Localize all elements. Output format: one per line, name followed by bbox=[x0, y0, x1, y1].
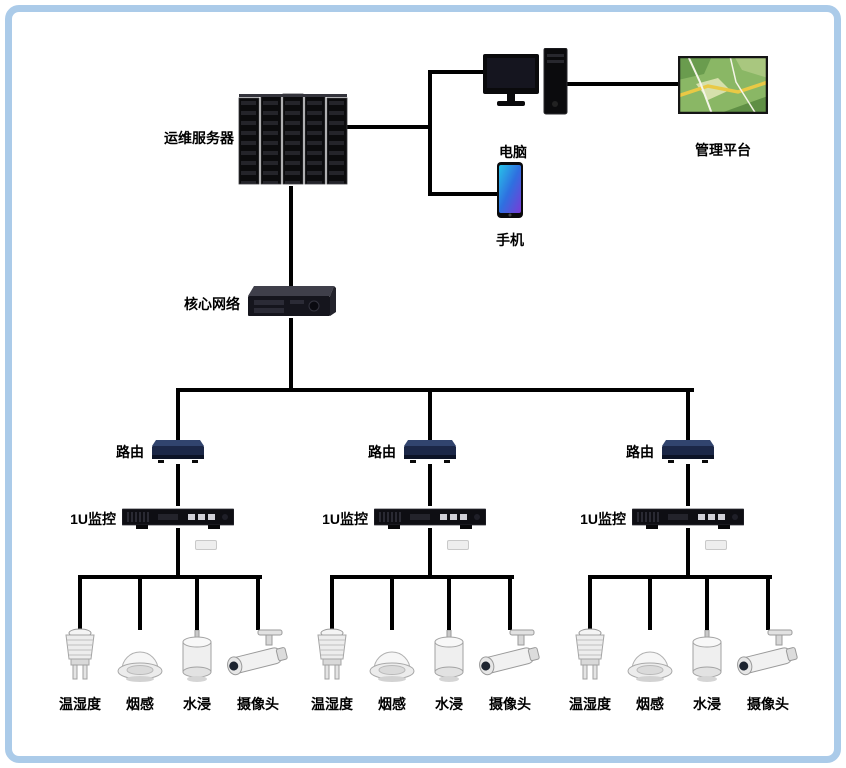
line-drop-water bbox=[195, 575, 199, 630]
device-label-water: 水浸 bbox=[693, 696, 721, 712]
router-label: 路由 bbox=[626, 444, 654, 460]
line-core-to-bus bbox=[289, 318, 293, 392]
line-server-to-core bbox=[289, 186, 293, 286]
camera-icon bbox=[474, 628, 546, 680]
router-icon bbox=[150, 438, 206, 466]
branch-1: 路由 1U监控 bbox=[58, 388, 300, 718]
line-drop-smoke bbox=[138, 575, 142, 630]
water-sensor-icon bbox=[175, 629, 219, 684]
branch-2: 路由 1U监控 bbox=[310, 388, 552, 718]
water-sensor-icon bbox=[685, 629, 729, 684]
device-label-temp: 温湿度 bbox=[59, 696, 101, 712]
monitor-label: 1U监控 bbox=[70, 511, 116, 527]
device-label-temp: 温湿度 bbox=[569, 696, 611, 712]
line-device-bus bbox=[588, 575, 772, 579]
phone-label: 手机 bbox=[496, 232, 524, 248]
server-rack-icon bbox=[238, 88, 348, 188]
temp-humidity-sensor-icon bbox=[310, 626, 354, 684]
monitor-1u-icon bbox=[373, 506, 487, 532]
accessory-pad bbox=[195, 540, 217, 550]
line-router-to-monitor bbox=[428, 464, 432, 506]
router-label: 路由 bbox=[116, 444, 144, 460]
smoke-sensor-icon bbox=[366, 644, 418, 684]
line-junction-to-computer bbox=[428, 70, 486, 74]
device-label-smoke: 烟感 bbox=[126, 696, 154, 712]
accessory-pad bbox=[705, 540, 727, 550]
line-drop-camera bbox=[256, 575, 260, 630]
line-monitor-to-bus bbox=[428, 528, 432, 575]
accessory-pad bbox=[447, 540, 469, 550]
water-sensor-icon bbox=[427, 629, 471, 684]
core-network-icon bbox=[246, 282, 338, 322]
platform-label: 管理平台 bbox=[695, 142, 751, 158]
device-label-water: 水浸 bbox=[183, 696, 211, 712]
line-server-to-junction bbox=[340, 125, 432, 129]
camera-icon bbox=[222, 628, 294, 680]
device-label-water: 水浸 bbox=[435, 696, 463, 712]
temp-humidity-sensor-icon bbox=[58, 626, 102, 684]
monitor-label: 1U监控 bbox=[580, 511, 626, 527]
line-drop-temp bbox=[330, 575, 334, 630]
line-junction-to-phone bbox=[428, 192, 502, 196]
phone-icon bbox=[497, 162, 523, 218]
line-bus-to-router bbox=[686, 388, 690, 440]
line-drop-camera bbox=[766, 575, 770, 630]
smoke-sensor-icon bbox=[624, 644, 676, 684]
line-bus-to-router bbox=[176, 388, 180, 440]
server-label: 运维服务器 bbox=[164, 130, 234, 146]
line-drop-camera bbox=[508, 575, 512, 630]
camera-icon bbox=[732, 628, 804, 680]
line-drop-temp bbox=[78, 575, 82, 630]
line-junction-vertical bbox=[428, 70, 432, 196]
line-drop-smoke bbox=[390, 575, 394, 630]
branch-3: 路由 1U监控 bbox=[568, 388, 810, 718]
temp-humidity-sensor-icon bbox=[568, 626, 612, 684]
line-computer-to-platform bbox=[560, 82, 680, 86]
line-device-bus bbox=[330, 575, 514, 579]
device-label-camera: 摄像头 bbox=[489, 696, 531, 712]
router-icon bbox=[660, 438, 716, 466]
line-router-to-monitor bbox=[686, 464, 690, 506]
monitor-label: 1U监控 bbox=[322, 511, 368, 527]
router-label: 路由 bbox=[368, 444, 396, 460]
device-label-camera: 摄像头 bbox=[747, 696, 789, 712]
device-label-temp: 温湿度 bbox=[311, 696, 353, 712]
line-bus-to-router bbox=[428, 388, 432, 440]
computer-icon bbox=[483, 47, 568, 126]
line-drop-water bbox=[447, 575, 451, 630]
line-device-bus bbox=[78, 575, 262, 579]
line-monitor-to-bus bbox=[176, 528, 180, 575]
line-router-to-monitor bbox=[176, 464, 180, 506]
device-label-camera: 摄像头 bbox=[237, 696, 279, 712]
line-drop-temp bbox=[588, 575, 592, 630]
smoke-sensor-icon bbox=[114, 644, 166, 684]
router-icon bbox=[402, 438, 458, 466]
computer-label: 电脑 bbox=[499, 144, 527, 160]
device-label-smoke: 烟感 bbox=[636, 696, 664, 712]
management-platform-icon bbox=[677, 55, 769, 115]
device-label-smoke: 烟感 bbox=[378, 696, 406, 712]
monitor-1u-icon bbox=[121, 506, 235, 532]
line-monitor-to-bus bbox=[686, 528, 690, 575]
line-drop-water bbox=[705, 575, 709, 630]
line-drop-smoke bbox=[648, 575, 652, 630]
core-network-label: 核心网络 bbox=[184, 296, 240, 312]
monitor-1u-icon bbox=[631, 506, 745, 532]
line-main-bus bbox=[178, 388, 694, 392]
